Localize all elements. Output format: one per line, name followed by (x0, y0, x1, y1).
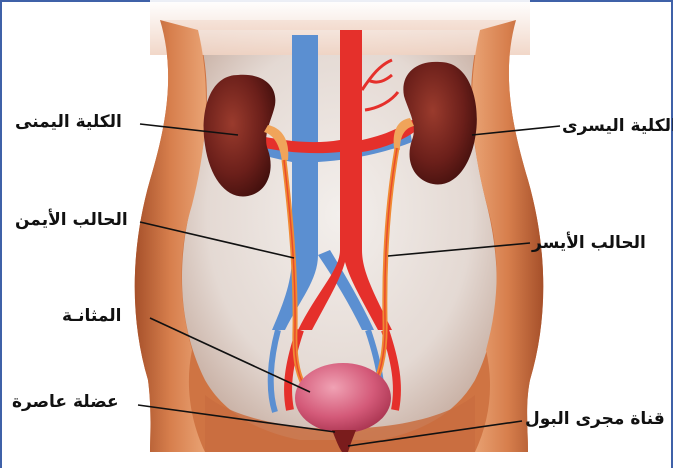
bladder-shape (295, 363, 391, 433)
label-left-kidney: الكلية اليسرى (562, 116, 673, 136)
label-right-kidney: الكلية اليمنى (15, 112, 122, 132)
label-sphincter: عضلة عاصرة (12, 392, 119, 412)
label-right-ureter: الحالب الأيمن (15, 210, 128, 230)
label-bladder: المثانـة (62, 306, 121, 326)
label-urethra: قناة مجرى البول (525, 409, 665, 429)
label-left-ureter: الحالب الأيسر (532, 233, 646, 253)
